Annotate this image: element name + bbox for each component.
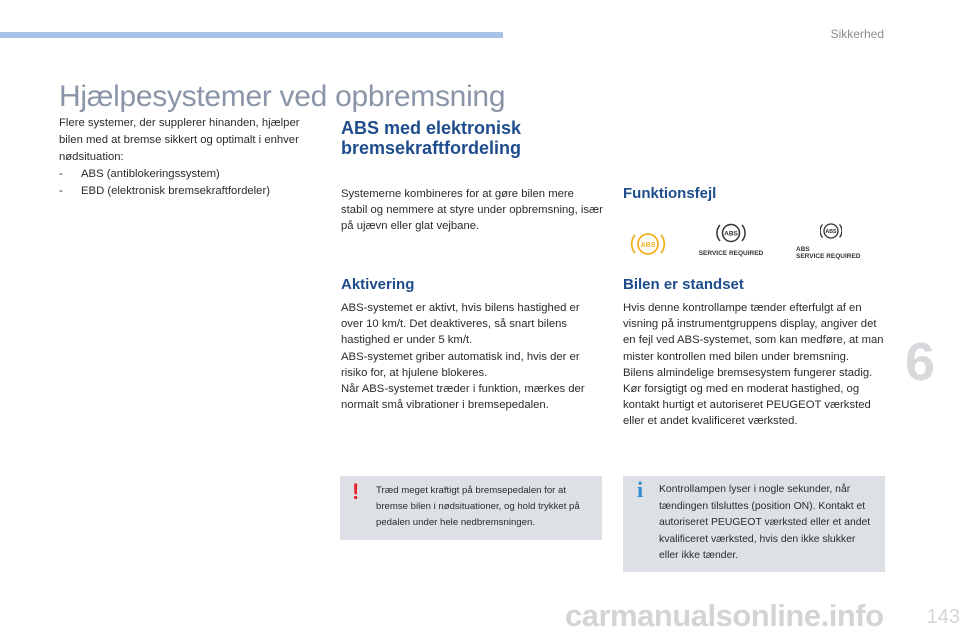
chapter-tab: 6 <box>905 330 960 394</box>
service-required-label: SERVICE REQUIRED <box>698 250 764 257</box>
svg-text:ABS: ABS <box>724 231 738 238</box>
list-item: ABS (antiblokeringssystem) <box>59 166 324 183</box>
abs-service-required-small-icon: ABS ABS SERVICE REQUIRED <box>796 221 876 260</box>
abs-heading: ABS med elektronisk bremsekraftfordeling <box>341 118 521 158</box>
info-note-text: Kontrollampen lyser i nogle sekunder, nå… <box>659 484 871 562</box>
warning-icon: ! <box>352 479 360 504</box>
page-number: 143 <box>926 606 960 628</box>
intro-list: ABS (antiblokeringssystem) EBD (elektron… <box>59 166 324 200</box>
list-item: EBD (elektronisk bremsekraftfordeler) <box>59 183 324 200</box>
activation-paragraph: Når ABS-systemet træder i funktion, mærk… <box>341 383 585 412</box>
malfunction-heading: Funktionsfejl <box>623 185 717 202</box>
info-icon: i <box>637 477 644 502</box>
page-title: Hjælpesystemer ved opbremsning <box>59 80 506 114</box>
watermark: carmanualsonline.info <box>565 598 884 633</box>
stationary-paragraph: Hvis denne kontrollampe tænder efterfulg… <box>623 302 884 363</box>
abs-heading-line2: bremsekraftfordeling <box>341 138 522 158</box>
stationary-heading: Bilen er standset <box>623 276 744 293</box>
abs-service-required-icon: ABS SERVICE REQUIRED <box>696 221 766 257</box>
abs-label: ABS <box>796 246 810 253</box>
stationary-paragraph: Bilens almindelige bremsesystem fungerer… <box>623 366 873 379</box>
intro-text: Flere systemer, der supplerer hinanden, … <box>59 117 300 163</box>
stationary-text: Hvis denne kontrollampe tænder efterfulg… <box>623 300 885 430</box>
warning-lamps-row: ABS ABS SERVICE REQUIRED ABS ABS SERVICE… <box>630 221 885 266</box>
abs-heading-line1: ABS med elektronisk <box>341 118 522 138</box>
svg-text:ABS: ABS <box>641 242 656 249</box>
abs-warning-icon: ABS <box>630 230 666 263</box>
stationary-paragraph: Kør forsigtigt og med en moderat hastigh… <box>623 383 871 428</box>
activation-paragraph: ABS-systemet griber automatisk ind, hvis… <box>341 350 580 379</box>
info-note: i Kontrollampen lyser i nogle sekunder, … <box>623 476 885 572</box>
activation-heading: Aktivering <box>341 276 415 293</box>
warning-note: ! Træd meget kraftigt på bremsepedalen f… <box>340 476 602 540</box>
activation-paragraph: ABS-systemet er aktivt, hvis bilens hast… <box>341 302 580 347</box>
svg-text:ABS: ABS <box>826 229 837 235</box>
abs-intro-text: Systemerne kombineres for at gøre bilen … <box>341 188 603 233</box>
abs-intro: Systemerne kombineres for at gøre bilen … <box>341 186 603 235</box>
service-required-label: SERVICE REQUIRED <box>796 253 861 260</box>
header-accent-bar <box>0 32 503 38</box>
warning-note-text: Træd meget kraftigt på bremsepedalen for… <box>376 485 580 528</box>
intro-block: Flere systemer, der supplerer hinanden, … <box>59 115 324 200</box>
chapter-number: 6 <box>905 332 936 392</box>
section-name: Sikkerhed <box>830 27 884 41</box>
activation-text: ABS-systemet er aktivt, hvis bilens hast… <box>341 300 596 413</box>
